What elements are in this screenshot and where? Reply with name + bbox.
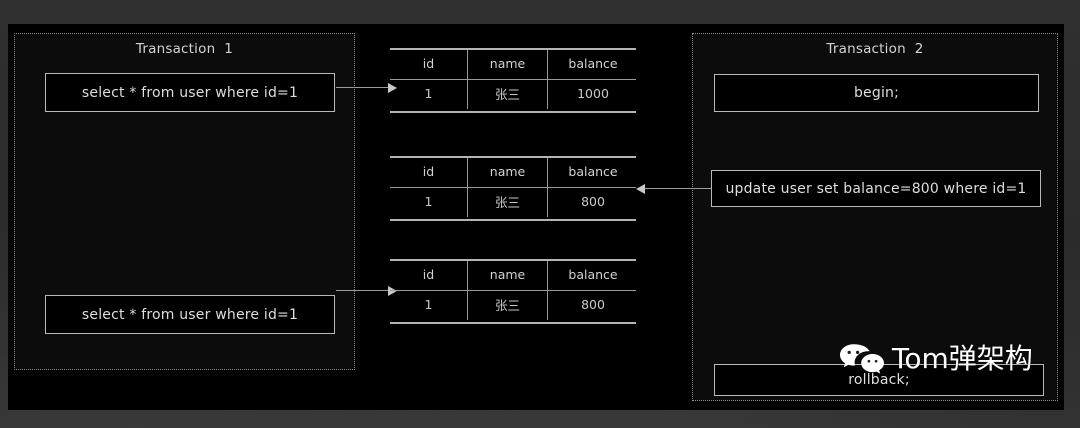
table-3-cell-id: 1 [424,297,433,312]
arrow-right-icon [388,286,397,296]
table-3-header-id: id [422,266,435,282]
statement-box-select-1[interactable]: select * from user where id=1 [45,73,335,112]
table-3-header-balance: balance [547,259,638,289]
result-table-1: id name balance 1 张三 1000 [390,48,638,113]
table-2-header-name: name [467,156,548,186]
table-2-cell-id: 1 [424,194,433,209]
table-1-header-balance: balance [547,48,638,78]
table-1-cell-name: 张三 [467,78,548,109]
table-2-cell-balance: 800 [547,186,638,217]
table-1-cell-balance: 1000 [547,78,638,109]
transaction-1-panel: Transaction 1 select * from user where i… [14,33,355,370]
table-2-header-balance: balance [547,156,638,186]
result-table-2: id name balance 1 张三 800 [390,156,638,221]
table-1-cell-id: 1 [424,86,433,101]
table-row: 1 张三 800 [390,289,638,320]
arrow-right-icon [388,83,397,93]
arrow-left-icon [636,184,645,194]
table-2-cell-name: 张三 [467,186,548,217]
transaction-2-title: Transaction 2 [826,41,924,57]
table-1-header-name: name [467,48,548,78]
table-row: 1 张三 1000 [390,78,638,109]
table-2-header-id: id [422,163,435,179]
statement-box-rollback[interactable]: rollback; [714,364,1044,396]
diagram-canvas: Transaction 1 select * from user where i… [8,24,1064,410]
result-table-3: id name balance 1 张三 800 [390,259,638,324]
table-3-cell-name: 张三 [467,289,548,320]
table-1-header-id: id [422,55,435,71]
table-3-cell-balance: 800 [547,289,638,320]
transaction-1-title: Transaction 1 [135,41,234,57]
transaction-2-panel: Transaction 2 begin; update user set bal… [692,33,1058,401]
statement-box-update[interactable]: update user set balance=800 where id=1 [711,170,1041,207]
statement-box-begin[interactable]: begin; [714,74,1039,112]
table-3-header-name: name [467,259,548,289]
statement-box-select-2[interactable]: select * from user where id=1 [45,295,335,334]
table-row: 1 张三 800 [390,186,638,217]
